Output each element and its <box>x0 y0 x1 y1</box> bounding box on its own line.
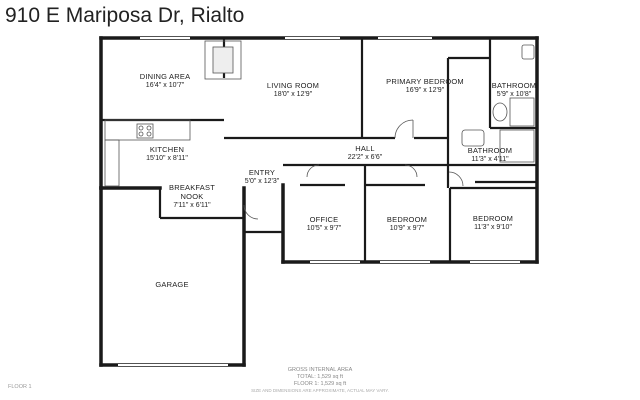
room-bedroom-1: BEDROOM 10'9" x 9'7" <box>387 215 427 233</box>
disclaimer: SIZE AND DIMENSIONS ARE APPROXIMATE, ACT… <box>251 388 389 393</box>
floor-area: FLOOR 1: 1,529 sq ft <box>293 381 347 387</box>
page-title: 910 E Mariposa Dr, Rialto <box>5 4 245 27</box>
room-name: OFFICE <box>309 215 339 224</box>
room-office: OFFICE 10'5" x 9'7" <box>307 215 342 233</box>
room-garage: GARAGE <box>155 280 188 289</box>
room-entry: ENTRY 5'0" x 12'3" <box>245 168 280 186</box>
room-name: DINING AREA <box>139 72 191 81</box>
room-dimension: 15'10" x 8'11" <box>146 155 188 162</box>
room-name: BATHROOM <box>467 146 513 155</box>
room-primary-bedroom: PRIMARY BEDROOM 16'9" x 12'9" <box>386 77 464 95</box>
room-name-line2: NOOK <box>180 192 204 201</box>
room-name: BEDROOM <box>472 214 514 223</box>
room-dimension: 5'0" x 12'3" <box>244 178 280 185</box>
floor-label: FLOOR 1 <box>8 384 32 390</box>
room-dimension: 16'9" x 12'9" <box>405 87 445 94</box>
room-name: BREAKFAST <box>169 183 215 192</box>
room-name: GARAGE <box>155 280 189 289</box>
room-living-room: LIVING ROOM 18'0" x 12'9" <box>267 81 319 99</box>
room-name: ENTRY <box>248 168 276 177</box>
gross-area-heading: GROSS INTERNAL AREA <box>287 367 353 373</box>
room-name: LIVING ROOM <box>266 81 320 90</box>
room-bathroom-1: BATHROOM 5'9" x 10'8" <box>492 81 536 99</box>
room-name: HALL <box>355 144 375 153</box>
room-name: PRIMARY BEDROOM <box>386 77 464 86</box>
room-dimension: 10'9" x 9'7" <box>389 225 425 232</box>
room-name: KITCHEN <box>149 145 185 154</box>
room-dimension: 7'11" x 6'11" <box>173 202 211 209</box>
room-dimension: 22'2" x 6'6" <box>347 154 383 161</box>
room-dimension: 11'3" x 9'10" <box>474 224 512 231</box>
room-hall: HALL 22'2" x 6'6" <box>348 144 383 162</box>
room-kitchen: KITCHEN 15'10" x 8'11" <box>146 145 188 163</box>
total-area: TOTAL: 1,529 sq ft <box>297 374 343 380</box>
room-breakfast-nook: BREAKFAST NOOK 7'11" x 6'11" <box>169 183 215 210</box>
room-dimension: 11'3" x 4'11" <box>471 156 509 163</box>
room-bathroom-2: BATHROOM 11'3" x 4'11" <box>468 146 512 164</box>
room-dimension: 16'4" x 10'7" <box>145 82 185 89</box>
room-name: BATHROOM <box>491 81 537 90</box>
room-dimension: 18'0" x 12'9" <box>273 91 313 98</box>
room-bedroom-2: BEDROOM 11'3" x 9'10" <box>473 214 513 232</box>
room-dining-area: DINING AREA 16'4" x 10'7" <box>140 72 191 90</box>
room-dimension: 5'9" x 10'8" <box>496 91 532 98</box>
room-dimension: 10'5" x 9'7" <box>306 225 342 232</box>
room-name: BEDROOM <box>386 215 428 224</box>
